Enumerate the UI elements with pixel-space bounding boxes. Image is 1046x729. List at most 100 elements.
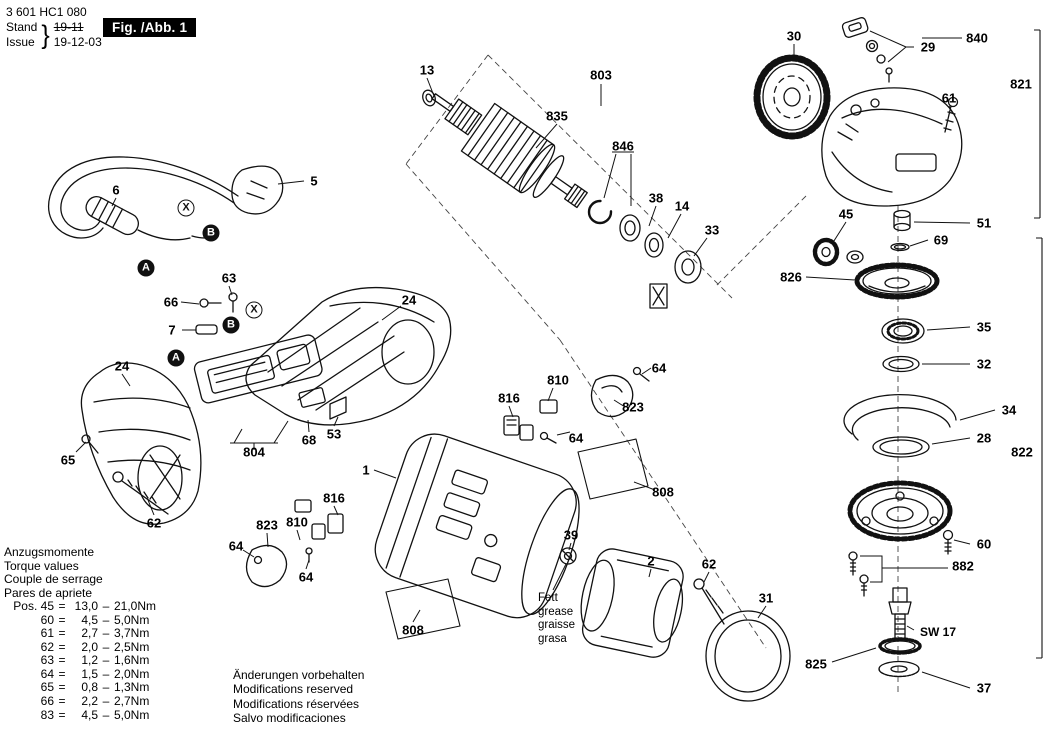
handle-shell-top bbox=[245, 286, 452, 426]
part-callout-64: 64 bbox=[298, 569, 314, 585]
part-callout-840: 840 bbox=[966, 30, 988, 46]
part-callout-64: 64 bbox=[651, 360, 667, 376]
stator bbox=[580, 548, 684, 658]
part-callout-62: 62 bbox=[701, 556, 717, 572]
part-callout-846: 846 bbox=[612, 138, 634, 154]
stator-screw bbox=[693, 578, 725, 625]
assembly-marker-A: A bbox=[137, 259, 155, 277]
part-callout-808: 808 bbox=[652, 484, 674, 500]
assembly-marker-A: A bbox=[167, 349, 185, 367]
part-callout-882: 882 bbox=[952, 558, 974, 574]
part-callout-816: 816 bbox=[323, 490, 345, 506]
armature-assembly bbox=[422, 89, 588, 209]
modification-note-line: Salvo modificaciones bbox=[233, 711, 346, 726]
part-callout-33: 33 bbox=[704, 222, 720, 238]
part-callout-810: 810 bbox=[547, 372, 569, 388]
part-callout-7: 7 bbox=[168, 322, 176, 338]
modification-note-line: Modifications reserved bbox=[233, 682, 354, 697]
revision-brace: } bbox=[41, 19, 50, 50]
part-callout-816: 816 bbox=[498, 390, 520, 406]
part-callout-51: 51 bbox=[976, 215, 992, 231]
part-callout-5: 5 bbox=[310, 173, 318, 189]
brush-holder-left bbox=[294, 499, 344, 563]
part-callout-2: 2 bbox=[647, 553, 655, 569]
part-callout-825: 825 bbox=[805, 656, 827, 672]
part-callout-30: 30 bbox=[786, 28, 802, 44]
switch-module bbox=[193, 292, 347, 420]
part-callout-823: 823 bbox=[622, 399, 644, 415]
part-callout-34: 34 bbox=[1001, 402, 1017, 418]
stand-label: Stand bbox=[6, 20, 38, 35]
assembly-marker-B: B bbox=[202, 224, 220, 242]
type-number: 3 601 HC1 080 bbox=[6, 5, 87, 19]
part-callout-6: 6 bbox=[112, 182, 120, 198]
construction-lines bbox=[405, 54, 899, 694]
clamp-ring bbox=[705, 610, 791, 702]
part-callout-823: 823 bbox=[256, 517, 278, 533]
part-callout-69: 69 bbox=[933, 232, 949, 248]
handle-shell-bottom bbox=[80, 362, 202, 525]
torque-row: 63=1,2–1,6Nm bbox=[40, 653, 150, 668]
grease-note-line: grasa bbox=[538, 632, 567, 645]
title-block: 3 601 HC1 080 Stand Issue } 19-11 19-12-… bbox=[6, 5, 102, 49]
part-callout-821: 821 bbox=[1010, 76, 1032, 92]
grease-note-line: grease bbox=[538, 605, 574, 618]
part-callout-808: 808 bbox=[402, 622, 424, 638]
part-callout-13: 13 bbox=[419, 62, 435, 78]
torque-title: Torque values bbox=[4, 558, 79, 573]
wrench-size-label: SW 17 bbox=[920, 625, 957, 639]
part-callout-60: 60 bbox=[976, 536, 992, 552]
part-callout-24: 24 bbox=[114, 358, 130, 374]
part-callout-35: 35 bbox=[976, 319, 992, 335]
part-callout-31: 31 bbox=[758, 590, 774, 606]
part-callout-53: 53 bbox=[326, 426, 342, 442]
small-fasteners bbox=[841, 17, 893, 83]
stand-value: 19-11 bbox=[53, 20, 84, 35]
part-callout-64: 64 bbox=[228, 538, 244, 554]
part-callout-64: 64 bbox=[568, 430, 584, 446]
part-callout-68: 68 bbox=[301, 432, 317, 448]
torque-row: 61=2,7–3,7Nm bbox=[40, 626, 150, 641]
part-callout-66: 66 bbox=[163, 294, 179, 310]
motor-top-housing bbox=[821, 87, 963, 207]
grease-note-line: Fett bbox=[538, 592, 558, 604]
gear-wheel bbox=[753, 54, 831, 140]
part-callout-45: 45 bbox=[838, 206, 854, 222]
torque-row: 66=2,2–2,7Nm bbox=[40, 694, 150, 709]
torque-title: Pares de apriete bbox=[4, 585, 93, 600]
group-brackets bbox=[1034, 29, 1043, 659]
torque-row: 65=0,8–1,3Nm bbox=[40, 680, 150, 695]
cover-plate-right bbox=[590, 366, 650, 418]
issue-value: 19-12-03 bbox=[53, 34, 102, 49]
part-callout-65: 65 bbox=[60, 452, 76, 468]
torque-row: Pos. 45=13,0–21,0Nm bbox=[13, 599, 157, 614]
torque-row: 83=4,5–5,0Nm bbox=[40, 707, 150, 722]
gear-train-column bbox=[812, 209, 957, 542]
part-callout-39: 39 bbox=[563, 527, 579, 543]
part-callout-804: 804 bbox=[243, 444, 265, 460]
part-callout-38: 38 bbox=[648, 190, 664, 206]
part-callout-14: 14 bbox=[674, 198, 690, 214]
modification-note-line: Modifications réservées bbox=[233, 696, 360, 711]
spindle-assembly bbox=[848, 529, 954, 678]
assembly-marker-X: X bbox=[177, 199, 195, 217]
brush-holder-right bbox=[503, 399, 558, 444]
torque-row: 60=4,5–5,0Nm bbox=[40, 612, 150, 627]
grease-note-line: graisse bbox=[538, 619, 576, 632]
label-stickers bbox=[385, 438, 649, 640]
part-callout-1: 1 bbox=[362, 462, 370, 478]
part-callout-810: 810 bbox=[286, 514, 308, 530]
part-callout-822: 822 bbox=[1011, 444, 1033, 460]
part-callout-29: 29 bbox=[920, 39, 936, 55]
part-callout-62: 62 bbox=[146, 515, 162, 531]
torque-title: Anzugsmomente bbox=[4, 545, 95, 559]
part-callout-37: 37 bbox=[976, 680, 992, 696]
